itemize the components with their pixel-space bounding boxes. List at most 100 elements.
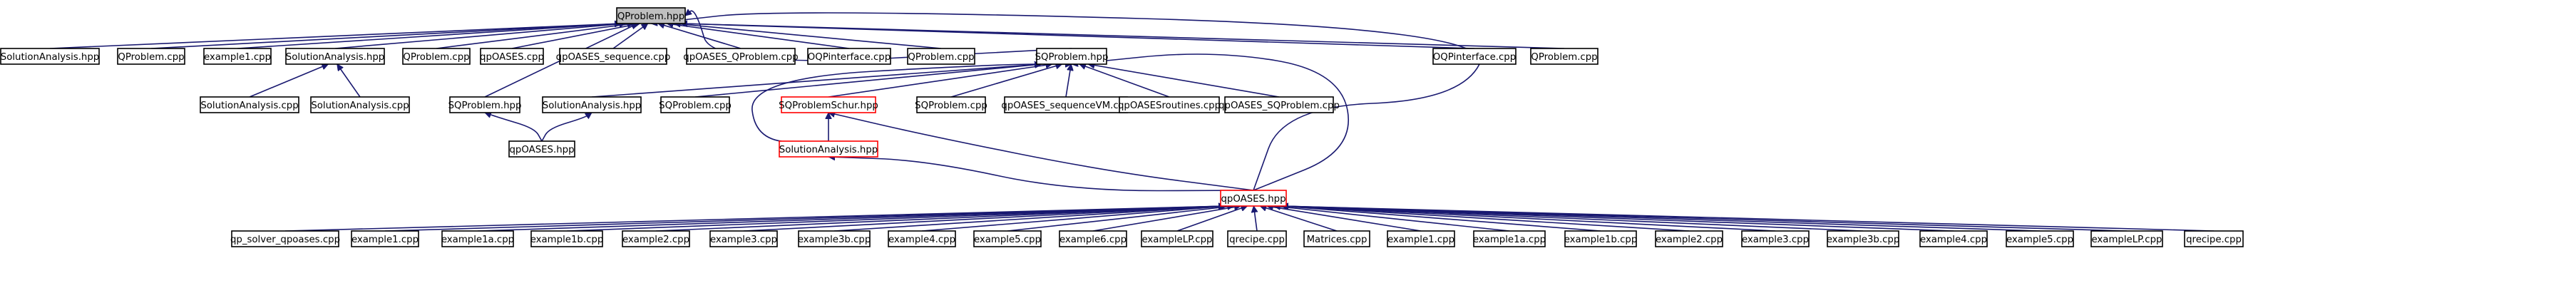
graph-node-b19[interactable]: example3b.cpp xyxy=(1827,230,1900,247)
graph-node-b12[interactable]: qrecipe.cpp xyxy=(1227,230,1287,247)
graph-node-n-qp-cpp2[interactable]: QProblem.cpp xyxy=(402,48,471,65)
graph-node-n-solana-cpp2[interactable]: SolutionAnalysis.cpp xyxy=(310,96,410,113)
graph-node-n-qpoases-hpp-main[interactable]: qpOASES.hpp xyxy=(1220,190,1287,207)
node-box[interactable] xyxy=(1141,230,1213,247)
graph-node-n-solana-hpp4[interactable]: SolutionAnalysis.hpp xyxy=(779,140,878,158)
node-box[interactable] xyxy=(542,96,642,113)
node-box[interactable] xyxy=(622,230,690,247)
graph-node-n-qpoases-hpp-mid[interactable]: qpOASES.hpp xyxy=(508,140,575,158)
graph-node-n-sqpschur[interactable]: SQProblemSchur.hpp xyxy=(779,96,878,113)
graph-node-b23[interactable]: qrecipe.cpp xyxy=(2184,230,2244,247)
node-box[interactable] xyxy=(449,96,520,113)
graph-node-n-qpoases-seq[interactable]: qpOASES_sequence.cpp xyxy=(556,48,671,65)
node-box[interactable] xyxy=(1432,48,1517,65)
node-box[interactable] xyxy=(530,230,603,247)
node-box[interactable] xyxy=(1564,230,1637,247)
graph-node-b06[interactable]: example3.cpp xyxy=(709,230,778,247)
graph-node-n-oqpi2[interactable]: OQPinterface.cpp xyxy=(1432,48,1517,65)
graph-node-b22[interactable]: exampleLP.cpp xyxy=(2090,230,2163,247)
node-box[interactable] xyxy=(1220,190,1287,207)
node-box[interactable] xyxy=(1036,48,1107,65)
graph-node-n-routines[interactable]: qpOASESroutines.cpp xyxy=(1118,96,1221,113)
node-box[interactable] xyxy=(888,230,956,247)
graph-node-n-oqpi1[interactable]: OQPinterface.cpp xyxy=(807,48,891,65)
graph-node-n-ex1-cpp-top[interactable]: example1.cpp xyxy=(203,48,272,65)
graph-node-n-sqp-cpp1[interactable]: SQProblem.cpp xyxy=(659,96,732,113)
node-box[interactable] xyxy=(441,230,514,247)
node-box[interactable] xyxy=(1530,48,1599,65)
graph-node-b16[interactable]: example1b.cpp xyxy=(1564,230,1638,247)
node-box[interactable] xyxy=(231,230,339,247)
graph-node-n-qpoases-qp[interactable]: qpOASES_QProblem.cpp xyxy=(683,48,799,65)
graph-node-b05[interactable]: example2.cpp xyxy=(622,230,690,247)
graph-node-n-qpoases-sqp[interactable]: qpOASES_SQProblem.cpp xyxy=(1218,96,1340,113)
graph-node-n-sqp-hpp2[interactable]: SQProblem.hpp xyxy=(448,96,522,113)
graph-node-b21[interactable]: example5.cpp xyxy=(2006,230,2074,247)
graph-node-b17[interactable]: example2.cpp xyxy=(1655,230,1723,247)
node-box[interactable] xyxy=(1227,230,1287,247)
graph-node-b01[interactable]: qp_solver_qpoases.cpp xyxy=(230,230,340,247)
node-box[interactable] xyxy=(781,96,876,113)
graph-node-b03[interactable]: example1a.cpp xyxy=(441,230,514,247)
graph-node-n-qp-cpp3[interactable]: QProblem.cpp xyxy=(907,48,975,65)
graph-node-b11[interactable]: exampleLP.cpp xyxy=(1141,230,1213,247)
node-box[interactable] xyxy=(2184,230,2244,247)
node-box[interactable] xyxy=(480,48,544,65)
node-box[interactable] xyxy=(1119,96,1220,113)
node-box[interactable] xyxy=(310,96,410,113)
node-box[interactable] xyxy=(807,48,891,65)
node-label: SolutionAnalysis.cpp xyxy=(200,101,298,111)
node-box[interactable] xyxy=(2090,230,2163,247)
graph-node-n-qp-cpp1[interactable]: QProblem.cpp xyxy=(117,48,185,65)
node-box[interactable] xyxy=(200,96,299,113)
graph-node-n-qpoases-cpp[interactable]: qpOASES.cpp xyxy=(480,48,544,65)
node-box[interactable] xyxy=(709,230,778,247)
node-box[interactable] xyxy=(1827,230,1899,247)
node-box[interactable] xyxy=(559,48,667,65)
node-box[interactable] xyxy=(285,48,385,65)
node-box[interactable] xyxy=(117,48,185,65)
node-box[interactable] xyxy=(1741,230,1810,247)
graph-node-b20[interactable]: example4.cpp xyxy=(1919,230,1988,247)
graph-node-b13[interactable]: Matrices.cpp xyxy=(1303,230,1370,247)
graph-node-n-solana-hpp2[interactable]: SolutionAnalysis.hpp xyxy=(285,48,385,65)
graph-node-n-solana-hpp3[interactable]: SolutionAnalysis.hpp xyxy=(542,96,642,113)
graph-node-b02[interactable]: example1.cpp xyxy=(351,230,419,247)
node-box[interactable] xyxy=(1473,230,1546,247)
graph-node-b07[interactable]: example3b.cpp xyxy=(798,230,871,247)
node-box[interactable] xyxy=(686,48,796,65)
graph-node-n-qp-cpp4[interactable]: QProblem.cpp xyxy=(1530,48,1599,65)
node-box[interactable] xyxy=(1059,230,1127,247)
node-box[interactable] xyxy=(916,96,986,113)
node-box[interactable] xyxy=(779,140,878,158)
graph-node-n-sqp-hpp[interactable]: SQProblem.hpp xyxy=(1035,48,1109,65)
node-box[interactable] xyxy=(1303,230,1370,247)
node-box[interactable] xyxy=(1919,230,1988,247)
node-box[interactable] xyxy=(1655,230,1723,247)
node-box[interactable] xyxy=(2006,230,2074,247)
node-box[interactable] xyxy=(660,96,730,113)
graph-node-b09[interactable]: example5.cpp xyxy=(973,230,1042,247)
node-box[interactable] xyxy=(1387,230,1455,247)
node-box[interactable] xyxy=(798,230,871,247)
graph-node-b15[interactable]: example1a.cpp xyxy=(1473,230,1546,247)
graph-node-b14[interactable]: example1.cpp xyxy=(1387,230,1455,247)
node-box[interactable] xyxy=(973,230,1042,247)
graph-node-n-sqp-cpp2[interactable]: SQProblem.cpp xyxy=(915,96,987,113)
node-box[interactable] xyxy=(203,48,272,65)
graph-node-b08[interactable]: example4.cpp xyxy=(888,230,956,247)
graph-node-n-qproblem-hpp[interactable]: QProblem.hpp xyxy=(616,7,686,24)
graph-node-b04[interactable]: example1b.cpp xyxy=(530,230,604,247)
graph-node-n-solana1[interactable]: SolutionAnalysis.hpp xyxy=(0,48,100,65)
graph-node-n-seqvm[interactable]: qpOASES_sequenceVM.cpp xyxy=(1001,96,1131,113)
node-box[interactable] xyxy=(402,48,471,65)
graph-node-n-solana-cpp1[interactable]: SolutionAnalysis.cpp xyxy=(200,96,299,113)
node-box[interactable] xyxy=(1224,96,1334,113)
graph-node-b10[interactable]: example6.cpp xyxy=(1059,230,1127,247)
graph-node-b18[interactable]: example3.cpp xyxy=(1741,230,1810,247)
node-box[interactable] xyxy=(351,230,419,247)
node-box[interactable] xyxy=(616,7,686,24)
node-box[interactable] xyxy=(0,48,100,65)
node-box[interactable] xyxy=(508,140,575,158)
node-box[interactable] xyxy=(907,48,975,65)
